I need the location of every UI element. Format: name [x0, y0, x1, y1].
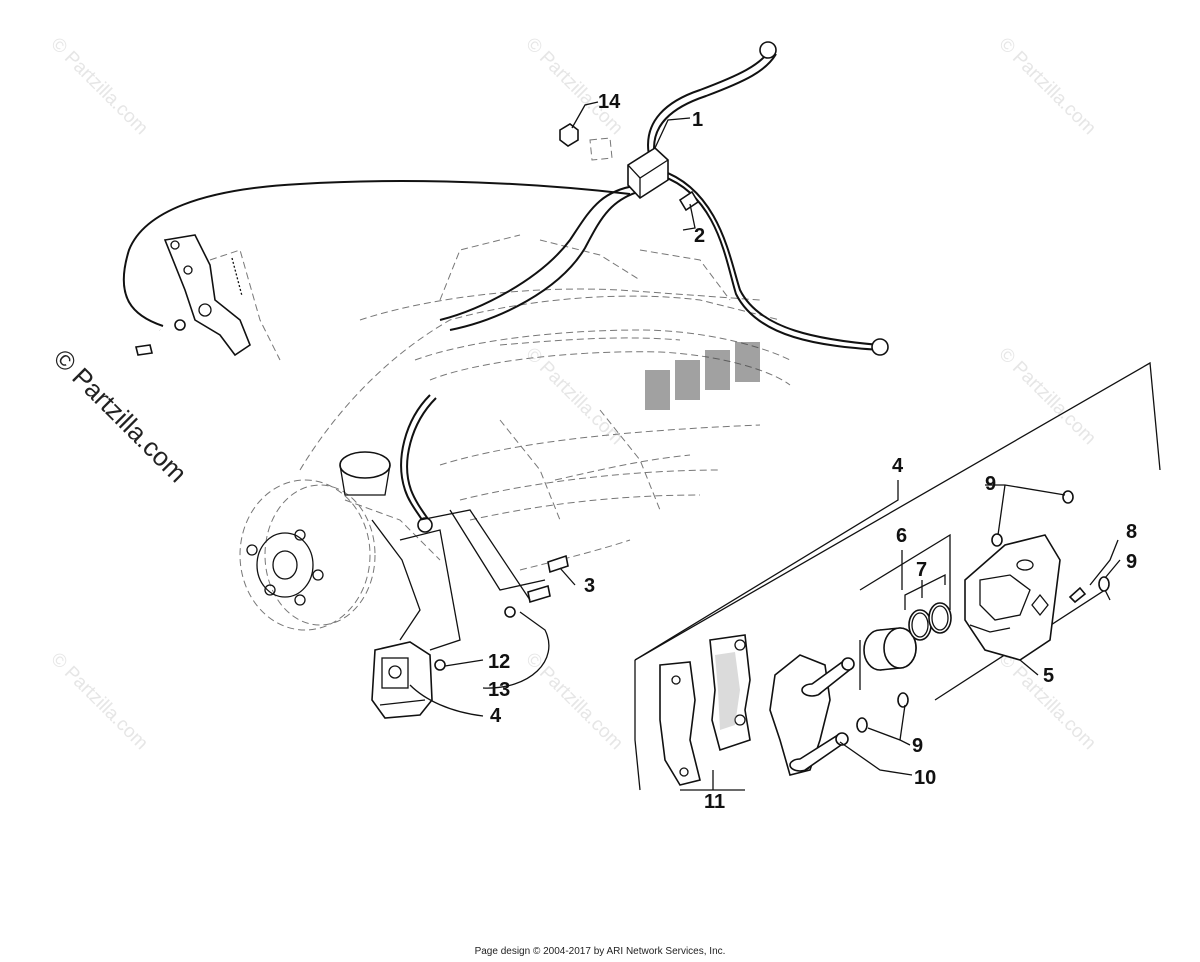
headlight-grille [645, 342, 760, 410]
callout-9-right[interactable]: 9 [1126, 551, 1137, 573]
watermark: © Partzilla.com [994, 34, 1099, 139]
master-cylinder [135, 234, 281, 361]
callout-10[interactable]: 10 [914, 767, 936, 789]
assembly-guide-lines [371, 509, 546, 651]
callout-12[interactable]: 12 [488, 651, 510, 673]
mounted-caliper [371, 554, 569, 719]
brake-disc-hub [239, 451, 441, 631]
leader-lines [409, 101, 1121, 790]
brake-hoses [118, 41, 889, 533]
callout-5[interactable]: 5 [1043, 665, 1054, 687]
callout-13[interactable]: 13 [488, 679, 510, 701]
watermark: © Partzilla.com [521, 649, 626, 754]
watermark: © Partzilla.com [521, 344, 626, 449]
callout-9-top[interactable]: 9 [985, 473, 996, 495]
callout-3[interactable]: 3 [584, 575, 595, 597]
callout-14[interactable]: 14 [598, 91, 621, 113]
callout-8[interactable]: 8 [1126, 521, 1137, 543]
callout-2[interactable]: 2 [694, 225, 705, 247]
page-footer: Page design © 2004-2017 by ARI Network S… [474, 946, 726, 957]
caliper-body [856, 490, 1110, 733]
caliper-bracket [769, 654, 855, 776]
watermark: © Partzilla.com [46, 34, 151, 139]
callout-4-caliper[interactable]: 4 [490, 705, 502, 727]
callout-1[interactable]: 1 [692, 109, 703, 131]
watermark: © Partzilla.com [994, 344, 1099, 449]
exploded-assembly-frame [634, 361, 1161, 791]
watermark-main: © Partzilla.com [48, 343, 193, 488]
brake-pads [659, 634, 751, 786]
callouts: 1 2 3 4 4 5 6 7 8 9 9 9 10 11 12 13 14 [488, 91, 1137, 813]
atv-frame-outline [299, 234, 791, 571]
brake-union-block [559, 123, 700, 212]
callout-11[interactable]: 11 [704, 791, 725, 813]
callout-4-assembly[interactable]: 4 [892, 455, 904, 477]
callout-9-bottom[interactable]: 9 [912, 735, 923, 757]
callout-6[interactable]: 6 [896, 525, 907, 547]
callout-7[interactable]: 7 [916, 559, 927, 581]
watermark: © Partzilla.com [46, 649, 151, 754]
caliper-piston-seals [863, 602, 952, 671]
